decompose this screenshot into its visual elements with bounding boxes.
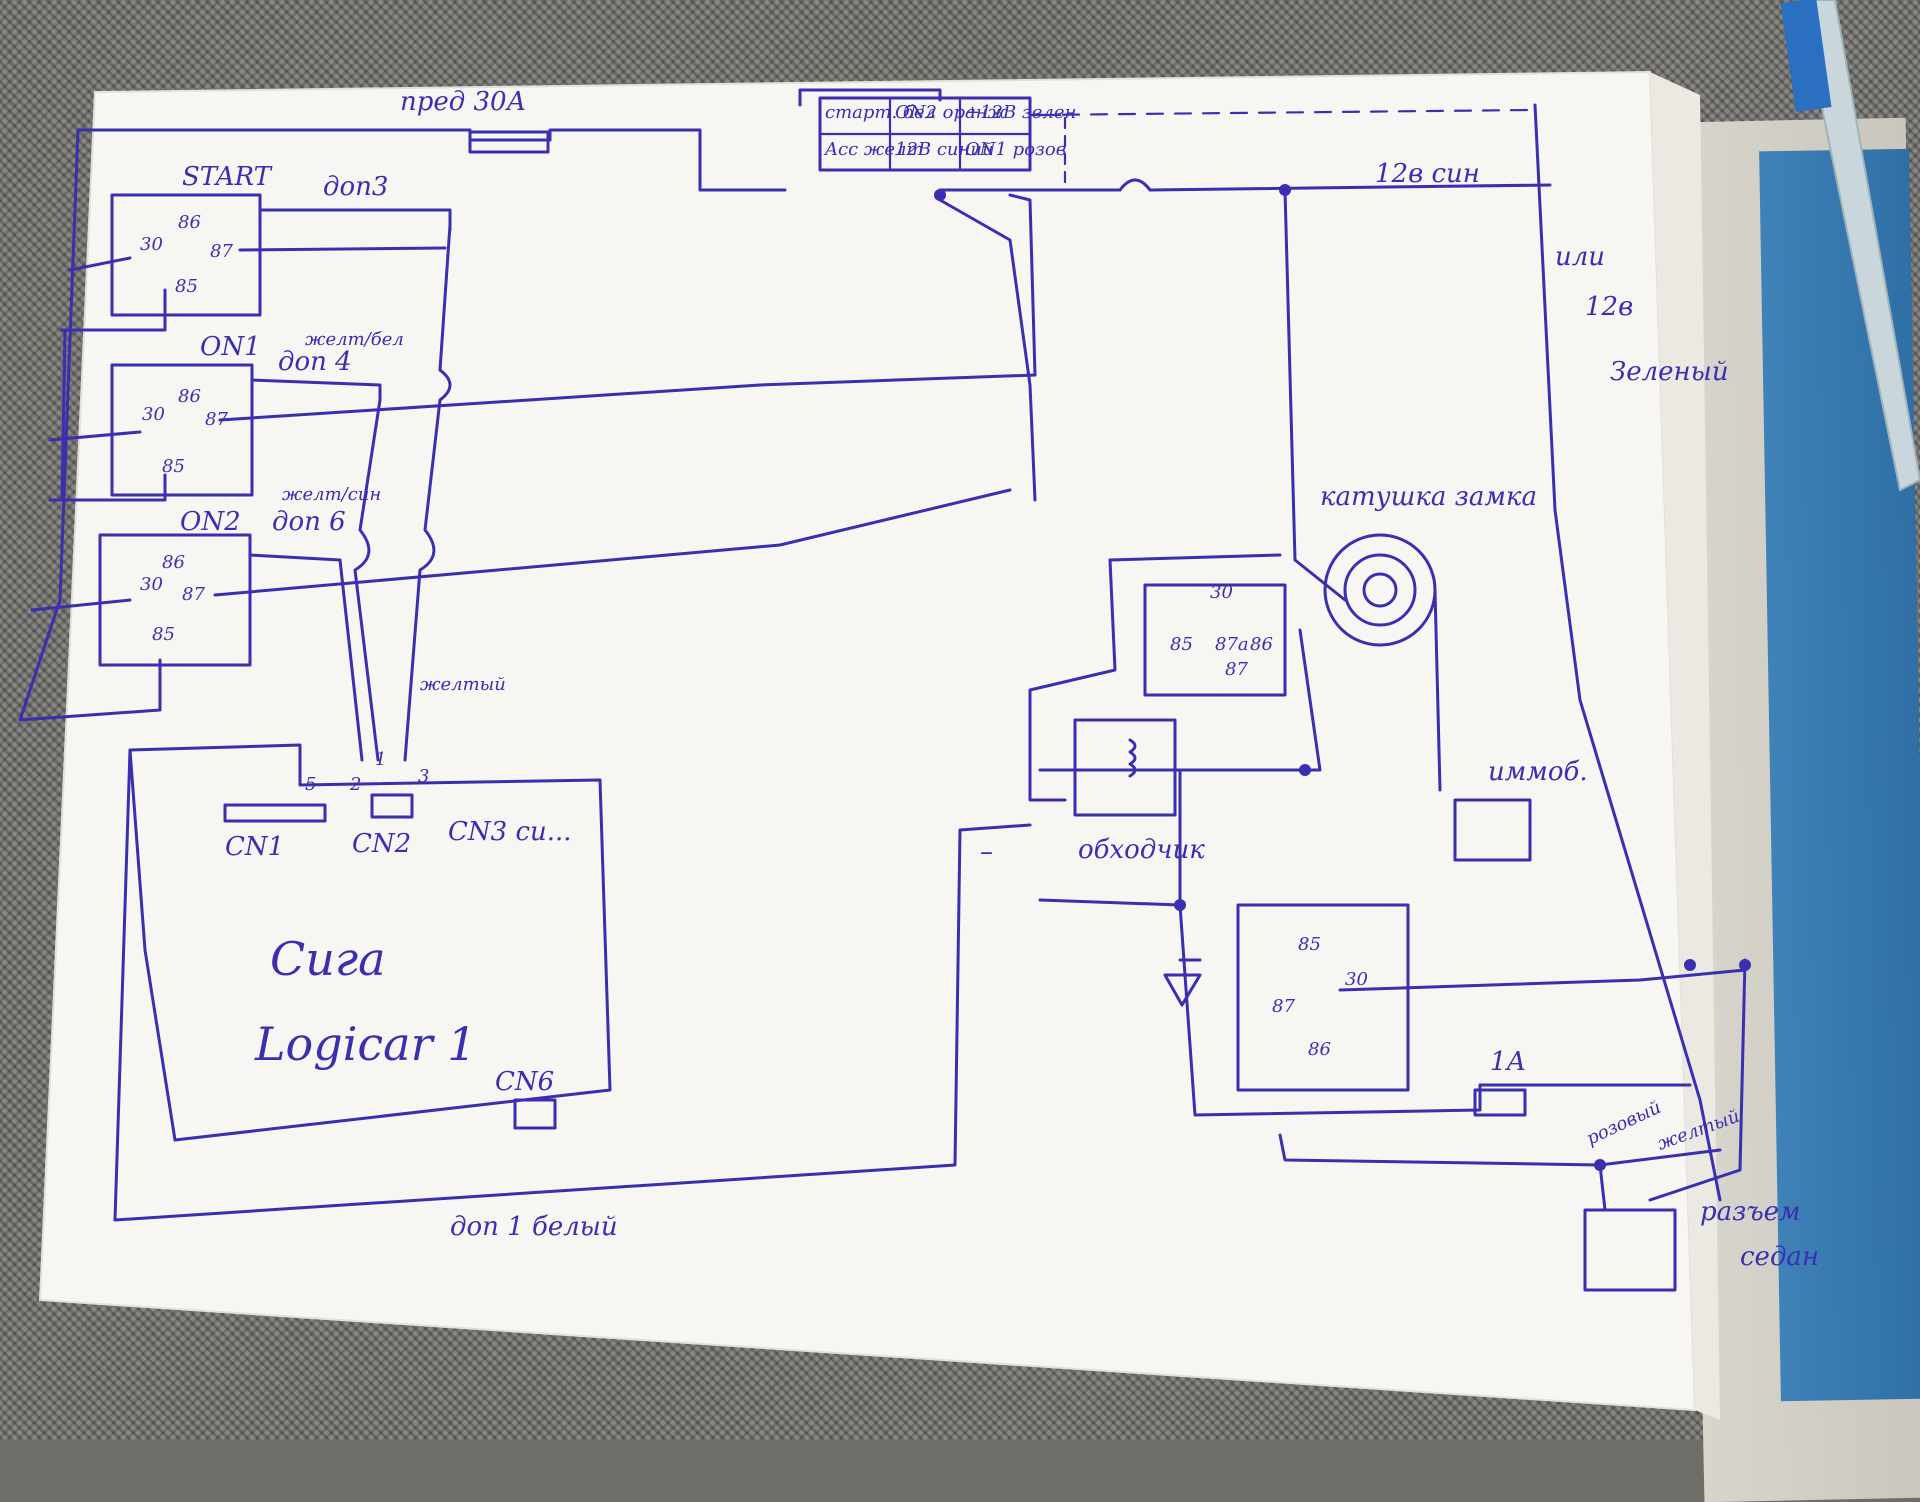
label-cn2: CN2 [352, 829, 411, 859]
sketch-sheet: пред 30А START доп3 ON1 желт/бел доп 4 O… [18, 0, 1920, 1420]
label-zhelt-sin: желт/син [282, 484, 381, 505]
pin-2: 2 [349, 774, 361, 795]
label-on2: ON2 [180, 507, 241, 537]
label-immob: иммоб. [1488, 757, 1588, 787]
label-dop6: доп 6 [272, 507, 346, 537]
label-cn6: CN6 [495, 1067, 554, 1097]
pin-3: 3 [418, 766, 429, 787]
pin-label: 87 [210, 241, 233, 262]
conn-cell-acc: Acc желт [823, 139, 924, 160]
label-coil: катушка замка [1320, 482, 1537, 512]
label-dop1: доп 1 белый [450, 1212, 618, 1242]
pin-label: 85 [162, 456, 185, 477]
wire-dop1 [113, 748, 1032, 1222]
pin-label: 86 [1250, 634, 1273, 655]
pin-label: 30 [1345, 969, 1368, 990]
label-minus: – [980, 837, 993, 867]
label-sedan: седан [1740, 1242, 1819, 1272]
wire-12v-blue [938, 183, 1552, 192]
conn-cell-12v-blue: 12В синий [895, 139, 994, 160]
conn-cell-12v-green: +12В зелен [965, 102, 1076, 123]
conn-cell-on2: ON2 оранж [895, 102, 1009, 123]
label-ili: или [1555, 242, 1605, 272]
pin-label: 30 [140, 234, 163, 255]
label-cn3: CN3 си... [448, 817, 572, 847]
brand-line1: Сига [270, 932, 386, 986]
pin-label: 87 [1225, 659, 1248, 680]
connector-table [798, 88, 1032, 172]
lock-coil [1323, 533, 1532, 862]
pin-label: 85 [175, 276, 198, 297]
conn-cell-start: старт. бел [825, 102, 936, 123]
label-zhelt-bel: желт/бел [305, 329, 404, 350]
pen-icon [1780, 0, 1920, 492]
relay-start [60, 193, 452, 332]
pin-label: 86 [178, 386, 201, 407]
pin-label: 86 [178, 212, 201, 233]
label-bypass: обходчик [1078, 835, 1205, 865]
pin-label: 30 [142, 404, 165, 425]
label-cn1: CN1 [225, 832, 284, 862]
pin-label: 85 [152, 624, 175, 645]
relay-on2 [18, 488, 1012, 722]
pin-label: 87 [205, 409, 228, 430]
fuse-30a [468, 130, 550, 154]
pin-label: 30 [140, 574, 163, 595]
label-dop3: доп3 [323, 172, 388, 202]
pin-5: 5 [305, 774, 316, 795]
label-fuse-1a: 1А [1490, 1047, 1526, 1077]
wiring-diagram [18, 88, 1751, 1292]
brand-line2: Logicar 1 [254, 1017, 476, 1071]
pin-label: 86 [1308, 1039, 1331, 1060]
label-on1: ON1 [200, 332, 261, 362]
conn-cell-on1: ON1 розов [965, 139, 1066, 160]
label-12v: 12в [1585, 292, 1633, 322]
pin-label: 87а [1215, 634, 1249, 655]
label-start: START [182, 162, 273, 192]
label-razem: разъем [1700, 1197, 1801, 1227]
pin-1: 1 [375, 749, 386, 770]
label-dop4: доп 4 [278, 347, 352, 377]
pin-label: 87 [182, 584, 205, 605]
label-zelenyi: Зеленый [1610, 357, 1729, 387]
alarm-unit [128, 743, 612, 1142]
label-12v-blue: 12в син [1375, 159, 1480, 189]
pin-label: 85 [1170, 634, 1193, 655]
label-fuse-30a: пред 30А [400, 87, 526, 117]
pin-label: 86 [162, 552, 185, 573]
pin-label: 85 [1298, 934, 1321, 955]
pin-label: 30 [1210, 582, 1233, 603]
label-zheltyi: желтый [420, 674, 506, 695]
pin-label: 87 [1272, 996, 1295, 1017]
